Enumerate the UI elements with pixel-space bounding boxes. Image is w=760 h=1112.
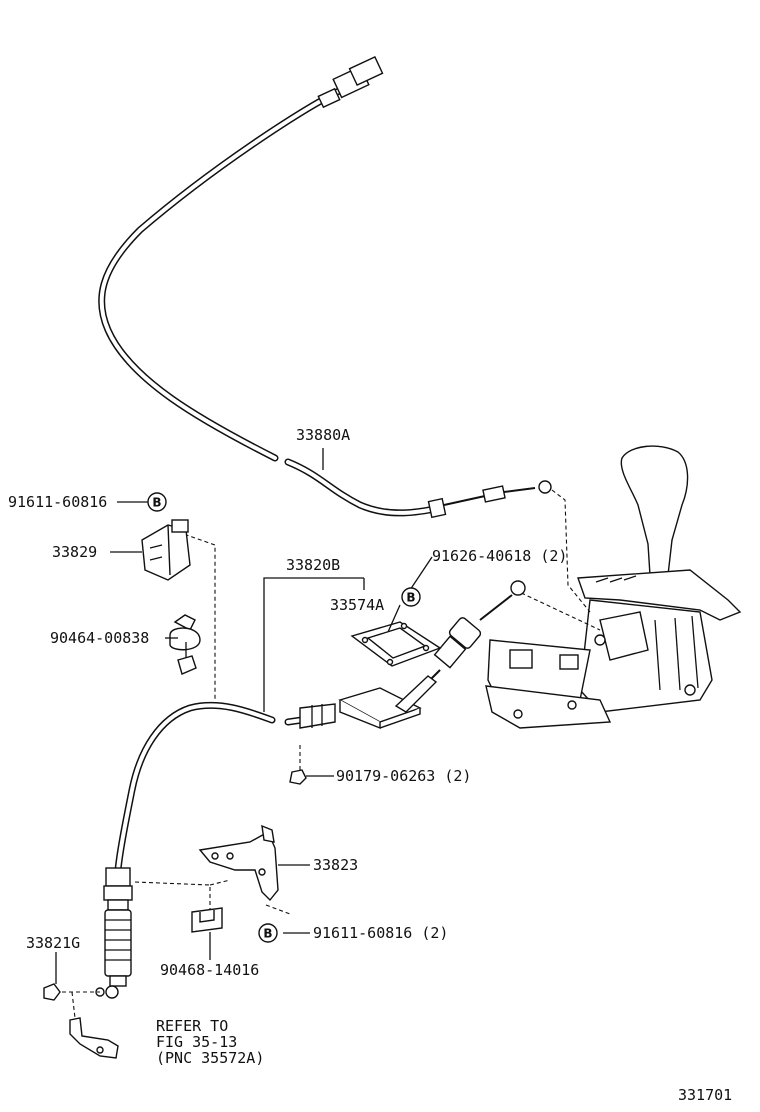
shift-lever-assembly [485, 445, 742, 729]
svg-text:B: B [152, 496, 161, 510]
clip-33829 [141, 519, 191, 581]
retainer-plate-33574A [350, 621, 442, 667]
upper-cable [98, 55, 552, 519]
callout-b-1: B [147, 492, 167, 512]
clip-90468 [191, 907, 223, 933]
clip-90464 [169, 614, 201, 675]
label-91611-60816: 91611-60816 [8, 493, 107, 511]
cable-end-fitting-top [317, 55, 384, 109]
linkage-ref [69, 1017, 119, 1059]
label-90179-06263: 90179-06263 (2) [336, 767, 471, 785]
refer-line-3: (PNC 35572A) [156, 1049, 264, 1067]
cable-boot [95, 867, 133, 999]
refer-line-2: FIG 35-13 [156, 1033, 237, 1051]
label-33880A: 33880A [296, 426, 350, 444]
figure-number: 331701 [678, 1086, 732, 1104]
dashed-leaders [62, 489, 601, 1019]
label-33823: 33823 [313, 856, 358, 874]
lower-cable [95, 701, 334, 999]
callout-b-2: B [401, 587, 421, 607]
svg-text:B: B [263, 927, 272, 941]
label-90464-00838: 90464-00838 [50, 629, 149, 647]
refer-line-1: REFER TO [156, 1017, 228, 1035]
label-33574A: 33574A [330, 596, 384, 614]
label-91626-40618: 91626-40618 (2) [432, 547, 567, 565]
label-33820B: 33820B [286, 556, 340, 574]
bracket-33823 [198, 824, 279, 902]
label-91611-60816-2: 91611-60816 (2) [313, 924, 448, 942]
callout-b-3: B [258, 923, 278, 943]
cable-bracket-33820B [299, 675, 438, 730]
nut-90179 [289, 769, 307, 785]
cable-adjuster [427, 480, 552, 519]
label-33829: 33829 [52, 543, 97, 561]
label-90468-14016: 90468-14016 [160, 961, 259, 979]
shifter-cable-link [409, 580, 526, 701]
label-33821G: 33821G [26, 934, 80, 952]
leader-lines [55, 448, 433, 984]
nut-33821G [43, 983, 61, 1001]
svg-text:B: B [406, 591, 415, 605]
